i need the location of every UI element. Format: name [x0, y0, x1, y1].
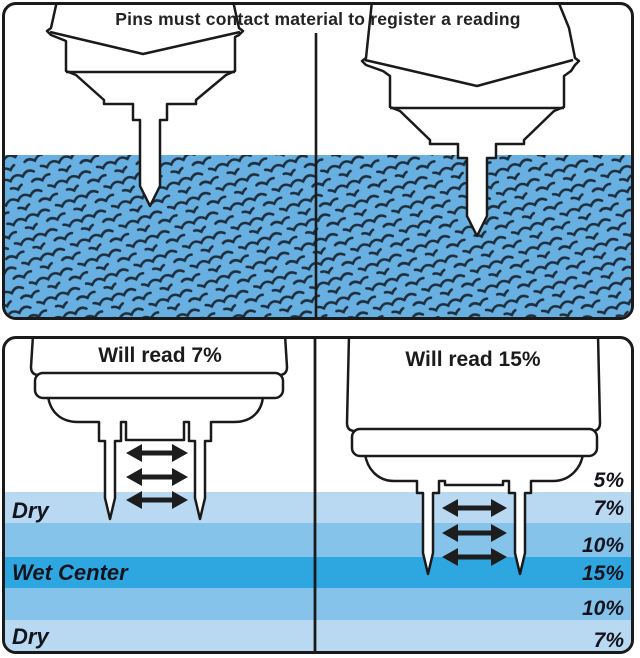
layer-band-10pct-lower [5, 588, 631, 620]
meter-lower-body-and-pins [46, 394, 265, 521]
meter-side-view-pin-inserted [45, 5, 245, 208]
meter-front-view-shallow-pins [29, 339, 289, 521]
double-arrow-icon [126, 491, 188, 509]
moisture-pct-10-lower: 10% [581, 597, 624, 620]
left-reading-caption: Will read 7% [98, 344, 222, 367]
layer-label-dry-bottom: Dry [12, 624, 49, 649]
meter-body-outline [360, 5, 581, 238]
meter-lower-body-and-pins [363, 452, 585, 576]
right-reading-caption: Will read 15% [405, 348, 541, 371]
moisture-pct-15: 15% [581, 562, 624, 585]
reading-comparison-illustration [29, 339, 602, 651]
double-arrow-icon [126, 444, 188, 462]
top-panel-title: Pins must contact material to register a… [115, 9, 521, 29]
meter-body-outline [45, 5, 245, 208]
layer-band-15pct-wet-center [5, 557, 631, 588]
layer-band-7pct-bottom [5, 620, 631, 651]
double-arrow-icon [126, 468, 188, 486]
material-hatch-texture [5, 155, 631, 317]
moisture-pct-7-top: 7% [593, 497, 624, 520]
top-panel: Pins must contact material to register a… [2, 2, 634, 320]
moisture-pct-10-upper: 10% [581, 534, 624, 557]
moisture-pct-5: 5% [593, 469, 624, 492]
meter-collar [350, 427, 599, 458]
moisture-pct-7-bottom: 7% [593, 629, 624, 652]
wet-material [5, 155, 631, 317]
double-arrow-icon [442, 499, 507, 517]
meter-cap-seam [49, 30, 241, 56]
layer-label-wet-center: Wet Center [12, 560, 128, 585]
meter-collar [33, 371, 285, 400]
meter-front-view-deep-pins [345, 339, 602, 576]
measurement-field-arrows-right [442, 499, 507, 566]
layer-band-10pct-upper [5, 523, 631, 557]
layer-label-dry-top: Dry [12, 498, 49, 523]
double-arrow-icon [442, 548, 507, 566]
bottom-panel: Will read 7% Will read 15% Dry Wet Cente… [2, 336, 634, 654]
pin-contact-illustration [5, 5, 631, 317]
meter-side-view-pin-contact [360, 5, 581, 238]
meter-cap-seam [364, 58, 574, 88]
double-arrow-icon [442, 524, 507, 542]
measurement-field-arrows-left [126, 444, 188, 509]
